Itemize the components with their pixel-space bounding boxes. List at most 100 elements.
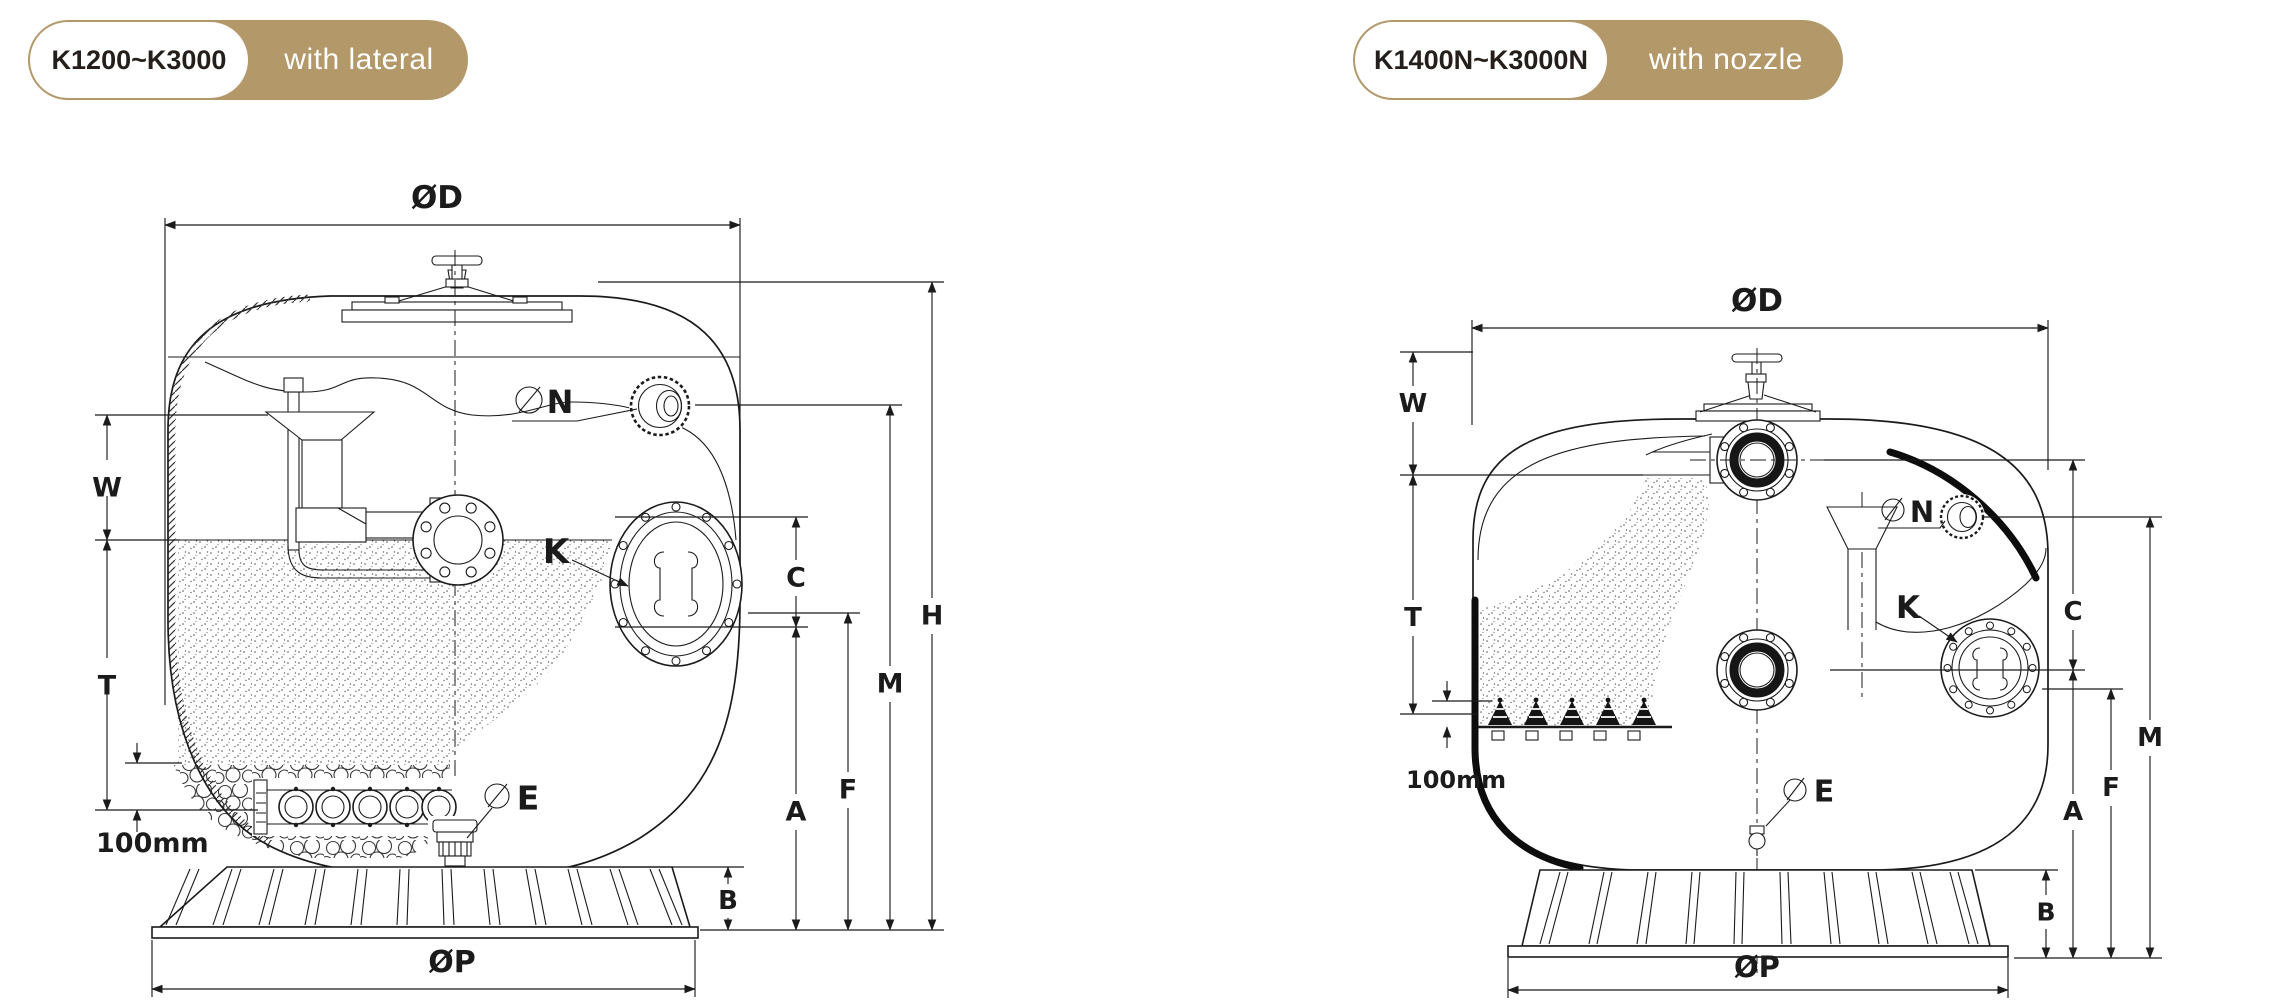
label-mask <box>92 460 122 496</box>
flange-bolts <box>1720 633 1794 707</box>
callouts: N K E <box>1765 495 1958 827</box>
lid-plate-lower <box>341 309 573 323</box>
label-mask <box>2135 720 2165 756</box>
strut <box>391 284 453 304</box>
air-release-assembly <box>341 255 573 323</box>
lower-collector-pipe <box>287 544 440 579</box>
manhole-bolts <box>610 502 742 666</box>
diffuser-funnel <box>264 411 376 441</box>
dim-label-b: B <box>718 886 738 916</box>
callout-label-k: K <box>1896 590 1921 626</box>
union-nut-ridges <box>629 375 691 437</box>
dim-label-b: B <box>2036 898 2055 927</box>
label-mask <box>2031 895 2061 929</box>
badge-with-nozzle: K1400N~K3000N with nozzle <box>1353 20 1843 100</box>
dim-label-c: C <box>786 563 806 594</box>
union-nut-ridges <box>1939 494 1985 540</box>
callout-label-n: N <box>547 383 574 421</box>
leader-line-n <box>512 408 638 422</box>
dim-label-m: M <box>877 669 904 700</box>
badge-with-lateral: K1200~K3000 with lateral <box>28 20 468 100</box>
valve-nut <box>1745 373 1767 383</box>
callout-label-n: N <box>1910 495 1934 529</box>
dim-label-f: F <box>2102 773 2120 803</box>
diameter-symbol-icon <box>484 783 510 809</box>
dimensions: ØD W T 100mm <box>92 180 947 997</box>
strut-foot <box>384 296 400 304</box>
label-mask <box>92 658 122 694</box>
dim-label-diameter: ØD <box>411 180 463 216</box>
dim-label-w: W <box>1399 389 1428 419</box>
manhole <box>1940 618 2040 718</box>
strut <box>1699 394 1753 413</box>
diameter-symbol-icon <box>1783 777 1807 802</box>
dim-label-w: W <box>92 473 122 504</box>
label-mask <box>917 598 947 634</box>
sight-tube-cap <box>283 377 304 393</box>
base-plate <box>1507 945 2009 958</box>
model-range-label: K1200~K3000 <box>51 44 227 75</box>
manhole-handles <box>1972 647 2008 691</box>
front-flange-lower <box>1716 629 1798 711</box>
manhole-bolt-ring <box>1951 629 2029 707</box>
label-mask <box>875 666 905 702</box>
valve-handle <box>431 255 483 266</box>
label-mask <box>2096 770 2126 806</box>
drain-valve <box>1748 825 1766 856</box>
flange-bolts <box>420 502 496 578</box>
manhole-opening <box>1958 636 2022 700</box>
leader-line-k <box>571 559 629 587</box>
label-mask <box>2058 594 2088 630</box>
manhole-outer-flange <box>1940 618 2040 718</box>
internal-diffuser-piping <box>264 377 504 586</box>
variant-label: with lateral <box>284 43 434 76</box>
interior-reveal-curve <box>204 361 737 541</box>
variant-label: with nozzle <box>1649 43 1803 76</box>
label-mask <box>781 560 811 596</box>
diagram-with-nozzle: ØD W T 100mm C <box>1398 283 2165 998</box>
manhole-handles <box>653 551 699 617</box>
dim-label-t: T <box>1404 603 1422 633</box>
dim-label-a: A <box>786 797 807 828</box>
dim-label-h: H <box>921 601 944 632</box>
strainer-slots <box>256 792 266 823</box>
base-ribs <box>1539 871 1979 945</box>
dim-label-base-diameter: ØP <box>1734 950 1780 984</box>
dimensions: ØD W T 100mm C <box>1398 283 2165 998</box>
manhole <box>609 501 743 667</box>
model-range-label: K1400N~K3000N <box>1374 44 1588 75</box>
base <box>151 866 699 939</box>
lateral-ends <box>278 789 457 825</box>
union-fitting-n <box>1939 494 1985 540</box>
strainer-plate <box>253 779 268 835</box>
nozzle-plate-assembly <box>1478 697 1672 741</box>
diagram-with-lateral: ØD W T 100mm <box>92 180 947 997</box>
base <box>1507 869 2009 958</box>
callouts: N K E <box>466 383 638 839</box>
nozzle-tabs <box>1491 730 1641 741</box>
filter-nozzles <box>1488 697 1656 725</box>
manhole-outer-flange <box>609 501 743 667</box>
label-mask <box>1398 600 1428 636</box>
union-fitting-n <box>629 375 691 437</box>
cut-wall-hatch <box>168 294 311 846</box>
model-range-pill: K1400N~K3000N <box>1355 22 1607 98</box>
inner-dome-line <box>1477 435 1706 561</box>
valve-body <box>1747 381 1765 400</box>
sand-media <box>178 540 612 765</box>
valve-ridges <box>442 842 468 856</box>
callout-label-e: E <box>1814 775 1835 810</box>
lateral-assembly <box>252 778 457 836</box>
flange-bolts <box>1720 423 1794 497</box>
standpipe <box>1847 549 1877 630</box>
dim-label-t: T <box>98 671 117 702</box>
inlet-pipe-lines <box>1643 451 1710 476</box>
pipe-flange <box>412 494 504 586</box>
base-skirt <box>157 866 692 928</box>
diameter-symbol-icon <box>515 386 543 414</box>
label-mask <box>781 794 811 830</box>
label-mask <box>2058 794 2088 830</box>
valve-stem <box>451 264 463 280</box>
